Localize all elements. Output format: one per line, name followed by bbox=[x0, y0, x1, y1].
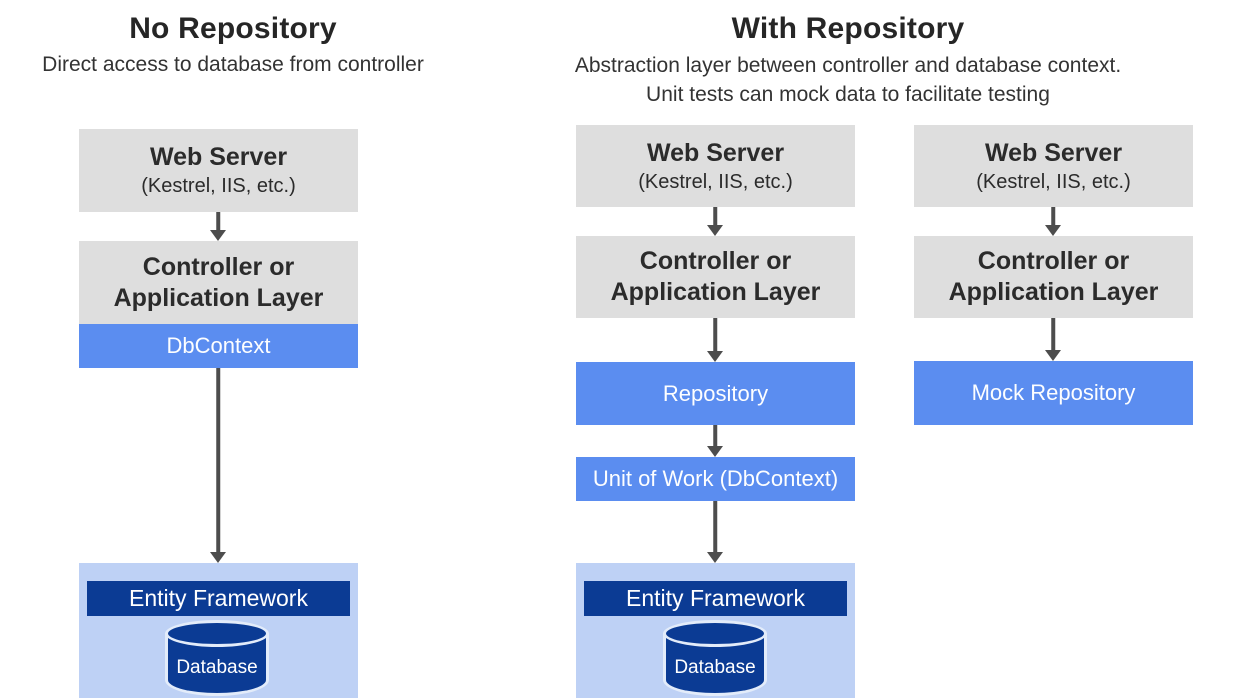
web-server-label: Web Server bbox=[149, 143, 288, 171]
arrow-shaft bbox=[713, 318, 717, 352]
no-repository-subtitle: Direct access to database from controlle… bbox=[42, 53, 424, 76]
unit-of-work-box: Unit of Work (DbContext) bbox=[576, 457, 855, 501]
arrow-shaft bbox=[216, 212, 220, 231]
web-server-sublabel: (Kestrel, IIS, etc.) bbox=[638, 170, 793, 193]
database-cylinder-icon: Database bbox=[165, 620, 269, 696]
arrow-head-icon bbox=[707, 446, 723, 457]
web-server-sublabel: (Kestrel, IIS, etc.) bbox=[141, 175, 296, 197]
arrow-shaft bbox=[713, 207, 717, 226]
arrow-head-icon bbox=[707, 225, 723, 236]
arrow-head-icon bbox=[1045, 225, 1061, 236]
web-server-sublabel: (Kestrel, IIS, etc.) bbox=[976, 170, 1131, 193]
mock-flow-web-server-box: Web Server (Kestrel, IIS, etc.) bbox=[914, 125, 1193, 207]
down-arrow bbox=[707, 425, 723, 457]
no-repository-title: No Repository bbox=[129, 12, 337, 45]
mock-flow-controller-box: Controller or Application Layer bbox=[914, 236, 1193, 318]
arrow-head-icon bbox=[210, 552, 226, 563]
entity-framework-bar: Entity Framework bbox=[584, 581, 847, 616]
arrow-head-icon bbox=[210, 230, 226, 241]
database-label: Database bbox=[176, 657, 258, 678]
entity-framework-bar: Entity Framework bbox=[87, 581, 350, 616]
no-repo-web-server-box: Web Server (Kestrel, IIS, etc.) bbox=[79, 129, 358, 212]
database-cylinder-icon: Database bbox=[663, 620, 767, 696]
down-arrow bbox=[707, 207, 723, 236]
main-flow-controller-box: Controller or Application Layer bbox=[576, 236, 855, 318]
arrow-shaft bbox=[1051, 318, 1055, 351]
arrow-shaft bbox=[713, 425, 717, 447]
arrow-shaft bbox=[713, 501, 717, 553]
controller-label-line2: Application Layer bbox=[948, 278, 1159, 306]
down-arrow bbox=[210, 212, 226, 241]
down-arrow bbox=[707, 501, 723, 563]
with-repository-subtitle: Abstraction layer between controller and… bbox=[575, 51, 1121, 109]
no-repo-controller-box: Controller or Application Layer bbox=[79, 241, 358, 324]
no-repo-entity-framework-container: Entity Framework Database bbox=[79, 563, 358, 698]
arrow-shaft bbox=[1051, 207, 1055, 226]
web-server-label: Web Server bbox=[646, 138, 785, 167]
with-repository-subtitle-line-2: Unit tests can mock data to facilitate t… bbox=[646, 83, 1050, 106]
controller-label-line1: Controller or bbox=[639, 247, 792, 275]
repository-box: Repository bbox=[576, 362, 855, 425]
controller-label-line1: Controller or bbox=[142, 252, 295, 281]
with-repository-subtitle-line-1: Abstraction layer between controller and… bbox=[574, 54, 1122, 77]
cylinder-top bbox=[165, 620, 269, 647]
with-repository-title: With Repository bbox=[731, 12, 965, 45]
arrow-head-icon bbox=[1045, 350, 1061, 361]
cylinder-top bbox=[663, 620, 767, 647]
arrow-head-icon bbox=[707, 552, 723, 563]
arrow-shaft bbox=[216, 368, 220, 553]
main-flow-entity-framework-container: Entity Framework Database bbox=[576, 563, 855, 698]
controller-label-line1: Controller or bbox=[977, 247, 1130, 275]
down-arrow bbox=[1045, 318, 1061, 361]
mock-repository-box: Mock Repository bbox=[914, 361, 1193, 425]
down-arrow bbox=[210, 368, 226, 563]
down-arrow bbox=[1045, 207, 1061, 236]
down-arrow bbox=[707, 318, 723, 362]
database-label: Database bbox=[674, 657, 756, 678]
controller-label-line2: Application Layer bbox=[113, 283, 324, 312]
arrow-head-icon bbox=[707, 351, 723, 362]
controller-label-line2: Application Layer bbox=[610, 278, 821, 306]
web-server-label: Web Server bbox=[984, 138, 1123, 167]
main-flow-web-server-box: Web Server (Kestrel, IIS, etc.) bbox=[576, 125, 855, 207]
no-repo-dbcontext-box: DbContext bbox=[79, 324, 358, 368]
